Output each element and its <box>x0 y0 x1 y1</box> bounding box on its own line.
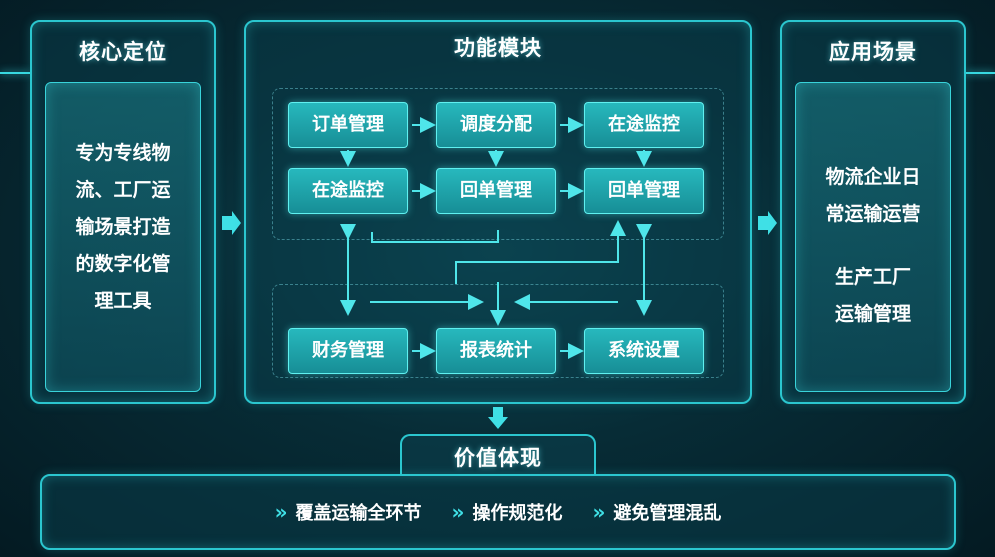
scene-line: 常运输运营 <box>825 203 921 225</box>
value-item-label: 操作规范化 <box>472 503 563 524</box>
module-tracking-2[interactable]: 在途监控 <box>288 168 408 214</box>
core-line: 输场景打造 <box>75 216 171 238</box>
double-chevron-icon: » <box>274 500 288 524</box>
core-line: 理工具 <box>94 290 152 312</box>
value-item: » 避免管理混乱 <box>592 499 721 525</box>
value-panel: » 覆盖运输全环节 » 操作规范化 » 避免管理混乱 <box>40 474 956 550</box>
scene-line: 物流企业日 <box>825 166 921 188</box>
module-reports[interactable]: 报表统计 <box>436 328 556 374</box>
modules-panel: 功能模块 订单管理 调度分配 在途监控 在途监控 回单管理 回单管理 财务管理 … <box>244 20 752 404</box>
arrow-right-icon <box>758 211 777 235</box>
scene-group-1: 物流企业日 常运输运营 <box>796 159 950 233</box>
double-chevron-icon: » <box>592 500 606 524</box>
scenes-panel: 应用场景 物流企业日 常运输运营 生产工厂 运输管理 <box>780 20 966 404</box>
core-line: 流、工厂运 <box>75 179 171 201</box>
module-order[interactable]: 订单管理 <box>288 102 408 148</box>
core-line: 专为专线物 <box>75 142 171 164</box>
core-line: 的数字化管 <box>75 253 171 275</box>
value-item: » 覆盖运输全环节 <box>275 499 422 525</box>
arrow-down-icon <box>488 407 508 429</box>
core-inner-box: 专为专线物 流、工厂运 输场景打造 的数字化管 理工具 <box>45 82 201 392</box>
value-title: 价值体现 <box>454 446 542 470</box>
core-title: 核心定位 <box>79 40 167 64</box>
module-receipt-2[interactable]: 回单管理 <box>584 168 704 214</box>
module-tracking-1[interactable]: 在途监控 <box>584 102 704 148</box>
scenes-inner-box: 物流企业日 常运输运营 生产工厂 运输管理 <box>795 82 951 392</box>
arrow-right-icon <box>222 211 241 235</box>
value-items: » 覆盖运输全环节 » 操作规范化 » 避免管理混乱 <box>42 476 954 548</box>
value-item: » 操作规范化 <box>452 499 563 525</box>
scene-group-2: 生产工厂 运输管理 <box>796 259 950 333</box>
scenes-title: 应用场景 <box>829 40 917 64</box>
module-dispatch[interactable]: 调度分配 <box>436 102 556 148</box>
core-panel: 核心定位 专为专线物 流、工厂运 输场景打造 的数字化管 理工具 <box>30 20 216 404</box>
module-settings[interactable]: 系统设置 <box>584 328 704 374</box>
double-chevron-icon: » <box>451 500 465 524</box>
glow-line-right <box>965 72 995 74</box>
scene-line: 生产工厂 <box>834 266 911 288</box>
scene-line: 运输管理 <box>834 303 911 325</box>
module-finance[interactable]: 财务管理 <box>288 328 408 374</box>
core-description: 专为专线物 流、工厂运 输场景打造 的数字化管 理工具 <box>46 135 200 320</box>
glow-line-left <box>0 72 30 74</box>
value-title-tab: 价值体现 <box>400 434 596 476</box>
modules-title: 功能模块 <box>454 36 542 60</box>
value-item-label: 覆盖运输全环节 <box>295 503 422 524</box>
value-item-label: 避免管理混乱 <box>613 503 722 524</box>
module-receipt-1[interactable]: 回单管理 <box>436 168 556 214</box>
module-connectors <box>340 117 652 359</box>
